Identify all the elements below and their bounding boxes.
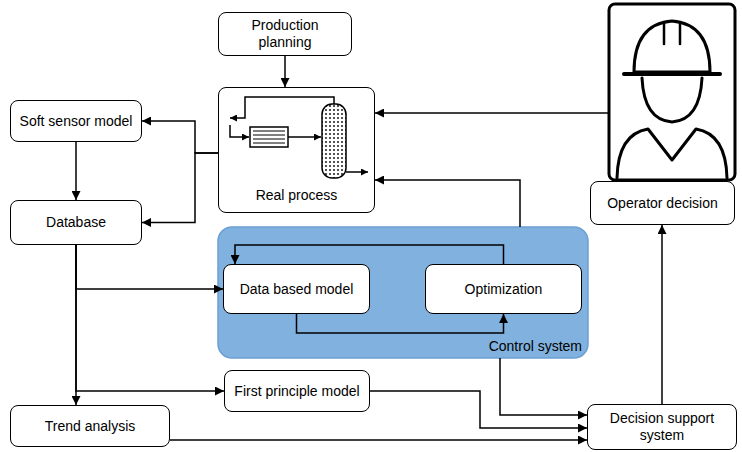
flow-arrow <box>284 56 286 87</box>
group-band: Data based model OptimizationControl syst… <box>218 227 588 358</box>
flow-arrow <box>500 358 587 415</box>
tube-line <box>253 143 285 144</box>
node-label: Real process <box>256 187 338 204</box>
process-box: Data based model <box>223 264 370 314</box>
exchanger-outlet <box>288 136 321 138</box>
flow-arrow <box>375 180 520 227</box>
process-box: Real process <box>218 87 375 213</box>
flow-arrow <box>370 391 587 428</box>
face <box>642 78 702 122</box>
node-label: Data based model <box>240 281 354 298</box>
flow-arrow <box>75 142 77 200</box>
recycle-line <box>230 97 334 118</box>
flow-arrow <box>75 245 77 405</box>
helmet <box>634 21 710 72</box>
tube-line <box>253 139 285 140</box>
icon-frame <box>609 4 735 180</box>
node-label: Decision support system <box>594 410 730 444</box>
flow-arrow <box>297 314 504 333</box>
process-box: First principle model <box>224 370 370 412</box>
flow-arrow <box>170 439 587 441</box>
helmet-ridge <box>664 22 680 44</box>
flow-arrow <box>76 245 223 289</box>
flow-arrow <box>76 245 224 391</box>
exchanger-tubes <box>253 131 285 143</box>
flow-arrow <box>142 121 218 153</box>
flow-arrow <box>375 112 609 114</box>
process-box: Production planning <box>218 12 352 56</box>
tube-line <box>253 135 285 136</box>
flow-arrow <box>142 153 218 223</box>
process-illustration <box>230 97 368 178</box>
process-box: Database <box>10 200 142 245</box>
node-label: Control system <box>489 338 582 355</box>
heat-exchanger <box>250 127 288 147</box>
reactor-column <box>322 104 346 178</box>
process-box: Optimization <box>425 264 582 314</box>
shoulders <box>617 129 727 178</box>
node-label: Soft sensor model <box>20 113 133 130</box>
node-label: Database <box>46 214 106 231</box>
process-box: Operator decision <box>590 181 735 225</box>
process-box: Decision support system <box>587 404 737 450</box>
process-box: Soft sensor model <box>10 100 142 142</box>
flow-arrow <box>661 225 663 404</box>
node-label: Operator decision <box>607 195 718 212</box>
product-line <box>346 171 368 173</box>
helmet-brim <box>624 72 720 76</box>
node-label: Trend analysis <box>45 418 136 435</box>
band-fill <box>218 227 588 358</box>
node-label: Optimization <box>465 281 543 298</box>
node-label: First principle model <box>234 383 359 400</box>
node-label: Production planning <box>225 17 345 51</box>
feed-line <box>230 125 249 137</box>
band-layer <box>218 227 588 358</box>
operator-icon <box>609 4 735 180</box>
tube-line <box>253 131 285 132</box>
flow-arrow <box>235 245 504 264</box>
process-box: Trend analysis <box>10 405 170 447</box>
